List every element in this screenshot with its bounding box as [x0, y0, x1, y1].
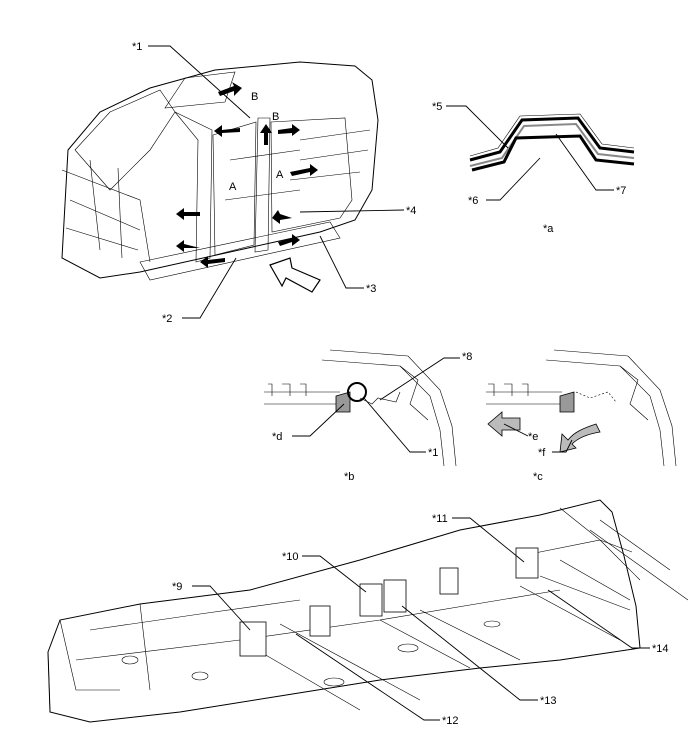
rotate-arrow-icon [559, 423, 601, 453]
callout-5: *5 [432, 101, 442, 113]
work-direction-arrows [176, 82, 318, 268]
callout-13: *13 [540, 695, 557, 707]
direction-arrow-icon [269, 257, 321, 293]
marker-a-left: A [229, 181, 237, 193]
callout-3: *3 [366, 283, 376, 295]
callout-8: *8 [462, 351, 472, 363]
callout-12: *12 [442, 715, 459, 727]
callout-6: *6 [468, 195, 478, 207]
caption-c: *c [533, 471, 543, 483]
callout-1-top: *1 [132, 41, 142, 53]
callout-9: *9 [172, 581, 182, 593]
callout-10: *10 [282, 551, 299, 563]
callout-d: *d [272, 431, 282, 443]
callout-4: *4 [406, 205, 416, 217]
vehicle-body-side-view: B B A A [61, 61, 379, 293]
callout-f: *f [538, 447, 546, 459]
marker-a-right: A [276, 169, 284, 181]
cross-section-b [264, 349, 457, 467]
caption-b: *b [344, 471, 354, 483]
callout-14: *14 [652, 643, 669, 655]
callout-1-section: *1 [428, 447, 438, 459]
callout-e: *e [528, 431, 538, 443]
callout-11: *11 [432, 513, 448, 525]
callout-7: *7 [616, 185, 626, 197]
marker-b-top: B [251, 91, 258, 103]
cross-section-c [486, 349, 677, 467]
vehicle-floor-view [47, 499, 688, 723]
marker-b-lower: B [272, 111, 279, 123]
callout-2: *2 [162, 313, 172, 325]
caption-a: *a [543, 223, 554, 235]
cross-section-a [469, 113, 635, 172]
